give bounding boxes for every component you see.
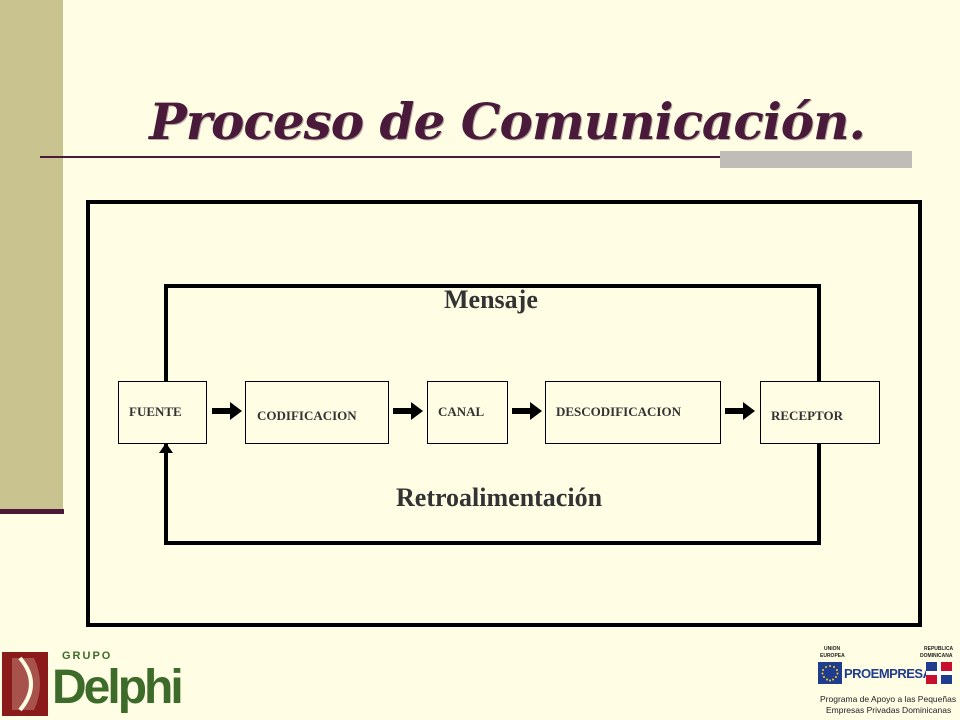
node-descodificacion-label: DESCODIFICACION (556, 404, 681, 419)
node-receptor: RECEPTOR (760, 381, 880, 444)
node-codificacion: CODIFICACION (245, 381, 389, 444)
sidebar-decoration (0, 0, 63, 510)
dominican-flag-icon (926, 662, 952, 684)
title-accent-bar (720, 151, 912, 168)
delphi-logo-small-text: GRUPO (62, 650, 113, 662)
rd-label-1: REPUBLICA (924, 646, 954, 652)
proempresa-logo: UNION EUROPEA REPUBLICA DOMINICANA PROEM… (812, 644, 958, 718)
slide-title: Proceso de Comunicación. (149, 92, 866, 151)
message-label: Mensaje (444, 285, 538, 314)
eu-flag-icon (818, 662, 842, 684)
eu-label-2: EUROPEA (820, 653, 845, 659)
proempresa-name: PROEMPRESA (844, 666, 932, 681)
rd-label-2: DOMINICANA (920, 653, 953, 659)
arrow-right-icon (725, 402, 755, 420)
proempresa-line-1: Programa de Apoyo a las Pequeñas (820, 694, 957, 704)
node-canal: CANAL (427, 381, 508, 444)
node-canal-label: CANAL (438, 404, 485, 419)
node-fuente-label: FUENTE (129, 404, 182, 419)
node-codificacion-label: CODIFICACION (257, 408, 357, 423)
sidebar-underline (0, 509, 64, 514)
node-fuente: FUENTE (118, 381, 207, 444)
diagram-frame (86, 200, 922, 627)
grupo-delphi-logo: GRUPO Delphi (2, 648, 184, 718)
arrow-right-icon (212, 402, 242, 420)
title-underline (40, 156, 912, 158)
feedback-label: Retroalimentación (396, 483, 603, 512)
arrow-right-icon (393, 402, 423, 420)
node-descodificacion: DESCODIFICACION (545, 381, 721, 444)
delphi-emblem-icon (2, 652, 48, 716)
node-receptor-label: RECEPTOR (771, 408, 843, 423)
proempresa-line-2: Empresas Privadas Dominicanas (826, 705, 952, 715)
arrow-up-icon (159, 443, 173, 467)
eu-label-1: UNION (824, 646, 841, 652)
delphi-logo-text: Delphi (52, 661, 184, 714)
arrow-right-icon (512, 402, 542, 420)
